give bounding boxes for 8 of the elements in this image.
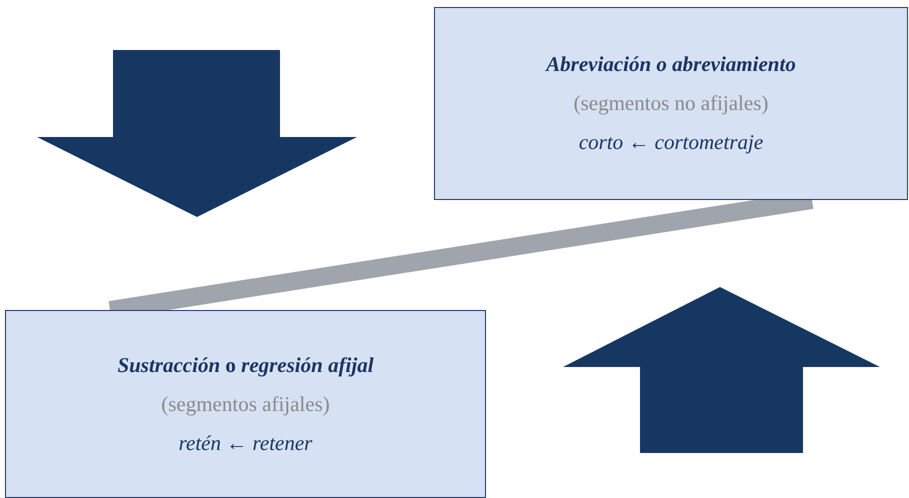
- example-text: retén ← retener: [178, 430, 312, 456]
- heading-text: Abreviación o abreviamiento: [546, 52, 796, 77]
- text-box: [434, 7, 908, 200]
- heading-text: Sustracción o regresión afijal: [117, 352, 374, 378]
- text-box: [5, 310, 486, 498]
- example-text: corto ← cortometraje: [578, 130, 764, 155]
- note-text: (segmentos afijales): [161, 392, 330, 416]
- note-text: (segmentos no afijales): [574, 91, 768, 116]
